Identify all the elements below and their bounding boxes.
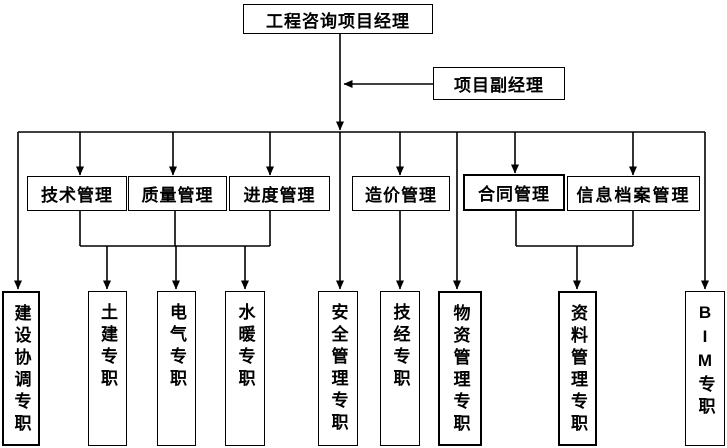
node-label: BIM专职: [695, 303, 715, 419]
node-info-archive-management: 信息档案管理: [567, 176, 700, 211]
node-label: 建设协调专职: [11, 304, 31, 436]
node-water-heating-specialist: 水暖专职: [225, 291, 265, 446]
node-bim-specialist: BIM专职: [685, 291, 725, 446]
node-safety-management-specialist: 安全管理专职: [318, 291, 358, 446]
node-label: 水暖专职: [235, 303, 255, 391]
node-label: 土建专职: [98, 303, 117, 391]
node-contract-management: 合同管理: [463, 174, 565, 211]
node-label: 物资管理专职: [450, 304, 470, 436]
node-electrical-specialist: 电气专职: [157, 291, 196, 446]
node-materials-management-specialist: 物资管理专职: [438, 291, 482, 446]
node-deputy-manager: 项目副经理: [433, 67, 565, 100]
node-cost-management: 造价管理: [352, 176, 450, 211]
node-project-manager: 工程咨询项目经理: [243, 4, 433, 34]
node-label: 技经专职: [390, 303, 410, 391]
node-technical-management: 技术管理: [27, 176, 127, 211]
node-label: 工程咨询项目经理: [266, 11, 410, 31]
node-label: 技术管理: [41, 186, 113, 205]
node-label: 合同管理: [478, 185, 550, 204]
node-construction-coordination: 建设协调专职: [2, 291, 40, 446]
node-label: 造价管理: [365, 186, 437, 205]
node-label: 安全管理专职: [328, 303, 348, 435]
node-label: 质量管理: [141, 186, 214, 205]
node-label: 信息档案管理: [576, 186, 691, 205]
node-label: 项目副经理: [454, 76, 544, 95]
node-quality-management: 质量管理: [128, 176, 227, 211]
node-schedule-management: 进度管理: [229, 176, 330, 211]
node-tech-economic-specialist: 技经专职: [380, 291, 420, 446]
node-label: 进度管理: [243, 186, 316, 205]
node-civil-specialist: 土建专职: [88, 291, 127, 446]
node-label: 电气专职: [167, 303, 186, 391]
node-documents-management-specialist: 资料管理专职: [558, 291, 597, 446]
node-label: 资料管理专职: [568, 304, 587, 436]
